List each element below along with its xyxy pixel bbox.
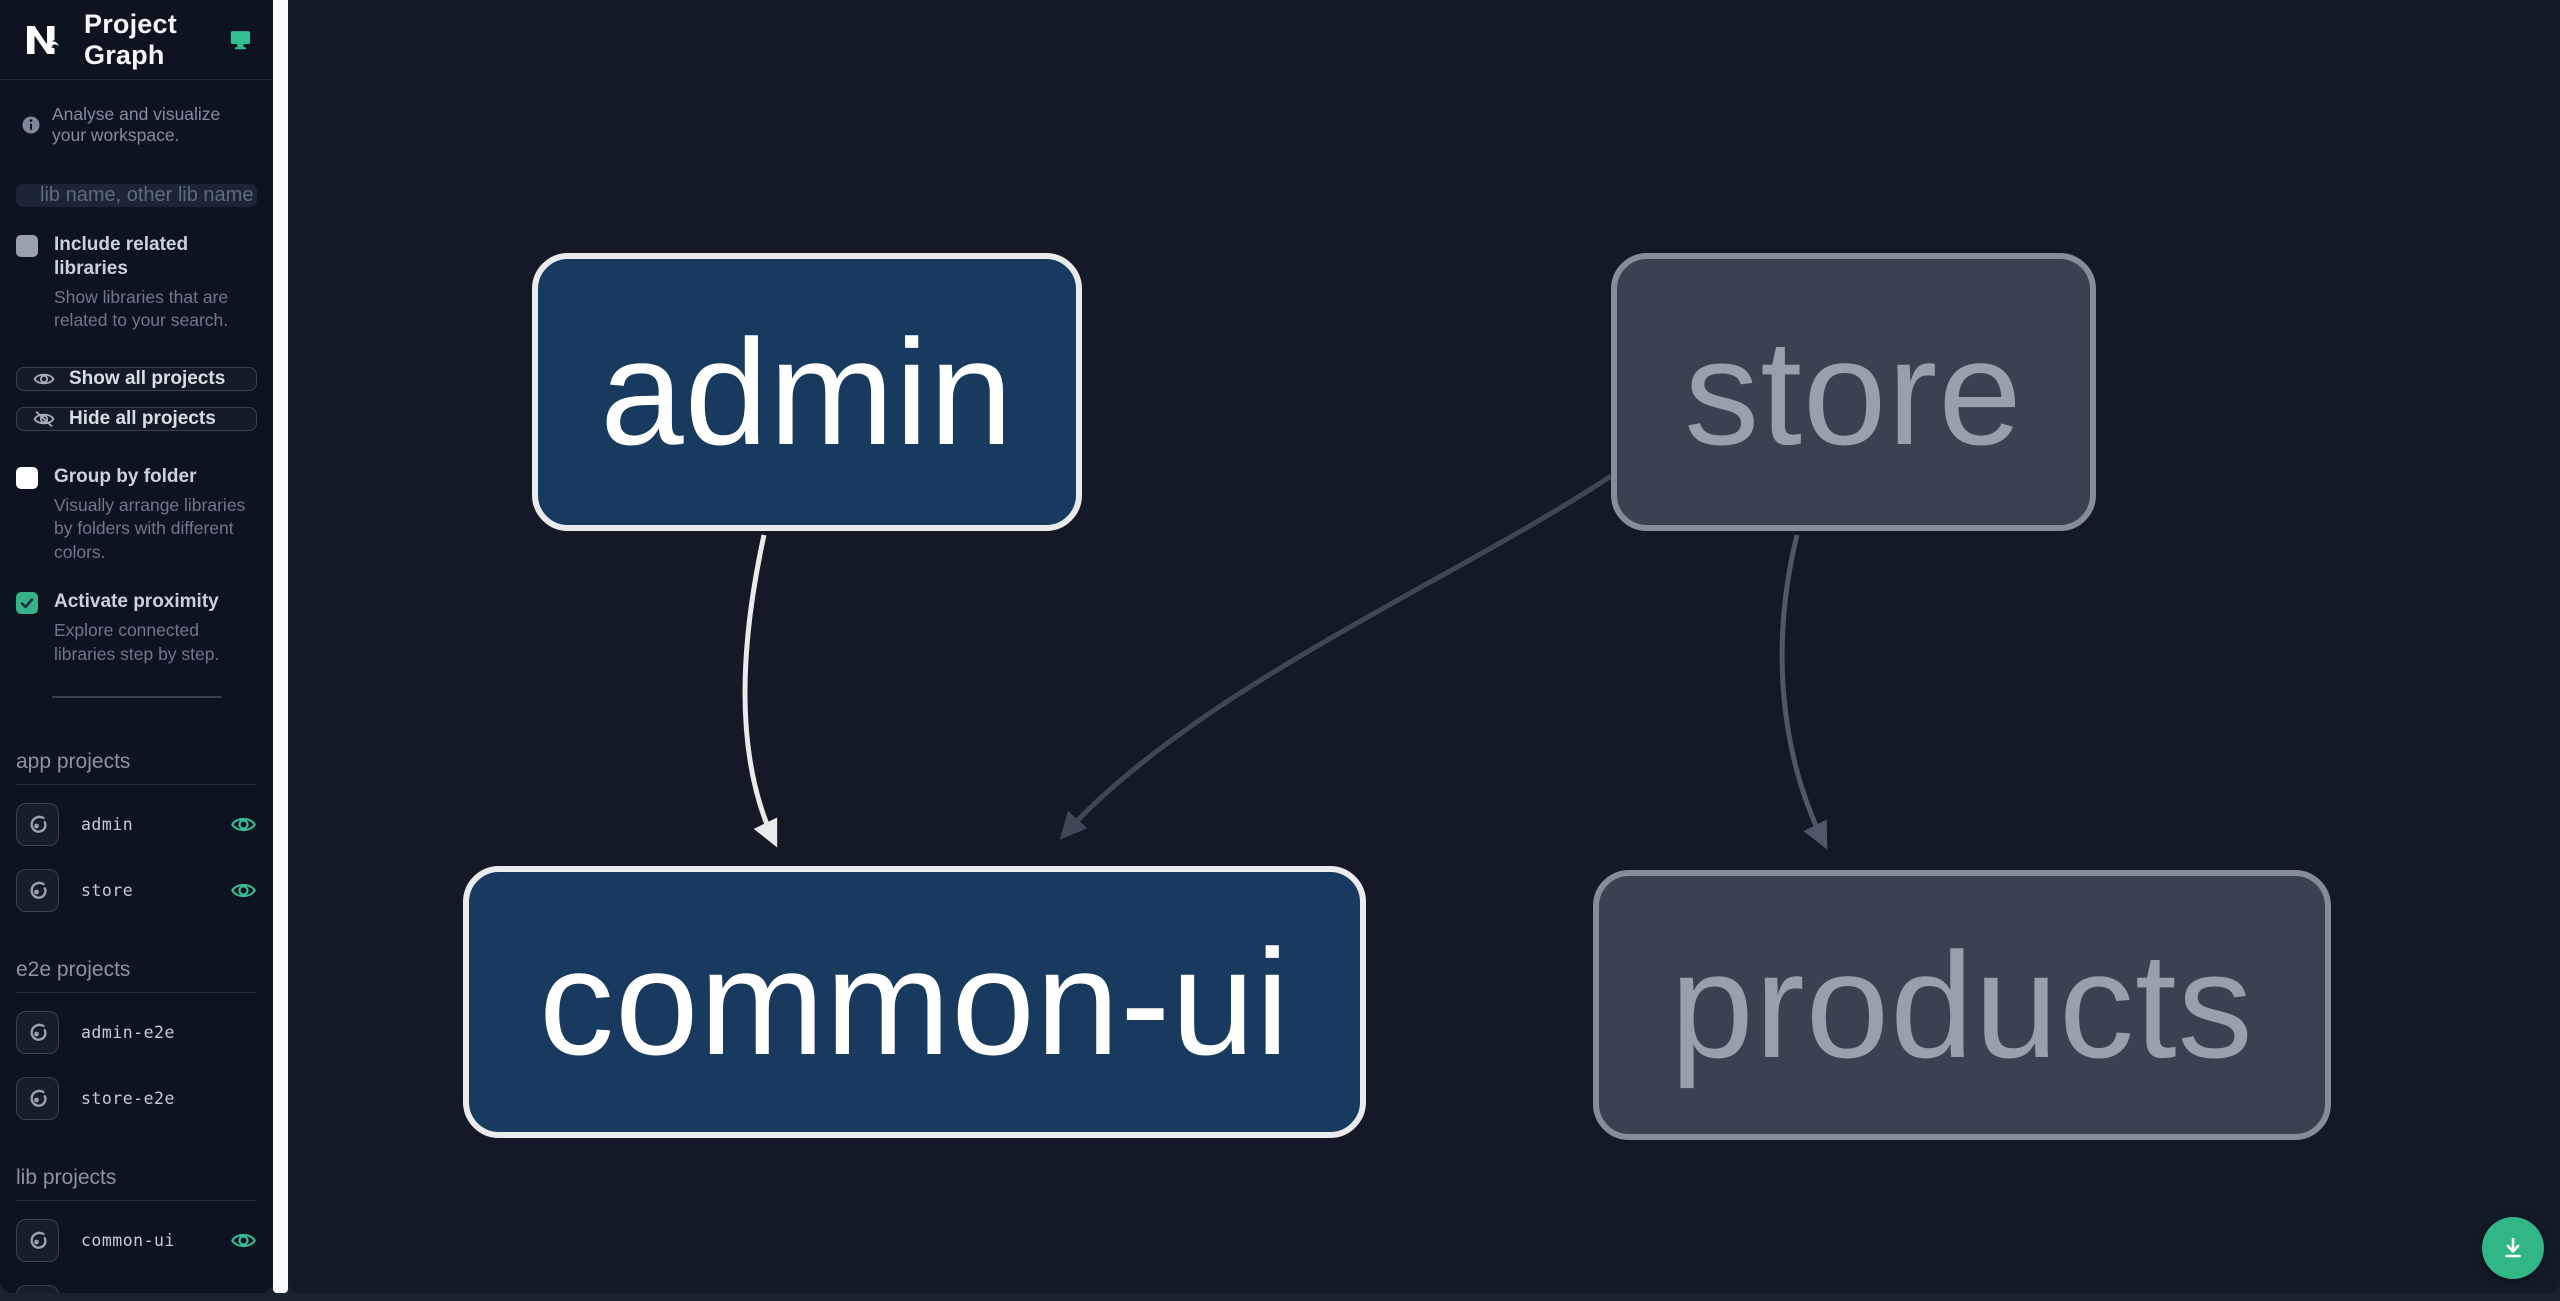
info-icon <box>22 116 40 134</box>
include-related-row: Include related libraries Show libraries… <box>0 207 273 333</box>
group-by-folder-row: Group by folder Visually arrange librari… <box>0 431 273 565</box>
project-sections: app projects admin store <box>0 750 273 1293</box>
include-related-label: Include related libraries <box>54 234 189 279</box>
hide-all-projects-button[interactable]: Hide all projects <box>16 406 257 431</box>
filter-input-wrap <box>16 184 273 207</box>
workspace-tagline: Analyse and visualize your workspace. <box>0 80 273 156</box>
project-name: common-ui <box>81 1231 175 1251</box>
app-title: Project Graph <box>84 8 177 70</box>
dependency-edges <box>742 473 1828 850</box>
graph-node-admin[interactable]: admin <box>532 253 1082 531</box>
show-all-projects-button[interactable]: Show all projects <box>16 366 257 391</box>
activate-proximity-label: Activate proximity <box>54 591 219 613</box>
sidebar: Project Graph Analyse and visualize your… <box>0 0 273 1293</box>
hide-all-label: Hide all projects <box>69 407 216 429</box>
focus-project-button[interactable] <box>16 1011 59 1055</box>
download-icon <box>2505 1237 2521 1258</box>
eye-visible-icon[interactable] <box>230 811 257 838</box>
activate-proximity-checkbox[interactable] <box>16 592 38 615</box>
project-section: lib projects common-ui products <box>16 1166 257 1293</box>
group-by-folder-checkbox[interactable] <box>16 466 38 489</box>
show-all-label: Show all projects <box>69 367 226 389</box>
nx-logo-icon <box>27 25 61 54</box>
project-row-store-e2e: store-e2e <box>16 1077 257 1121</box>
eye-icon <box>33 373 55 384</box>
activate-proximity-desc: Explore connected libraries step by step… <box>54 620 220 664</box>
project-row-admin: admin <box>16 803 257 847</box>
focus-project-button[interactable] <box>16 1077 59 1121</box>
focus-pin-icon <box>29 1023 47 1041</box>
sidebar-header: Project Graph <box>0 0 273 80</box>
focus-pin-icon <box>29 881 47 899</box>
graph-node-store[interactable]: store <box>1611 253 2096 531</box>
project-section: app projects admin store <box>16 750 257 913</box>
checkmark-icon <box>20 598 34 609</box>
focus-project-button[interactable] <box>16 803 59 847</box>
section-title: lib projects <box>16 1166 257 1202</box>
activate-proximity-row: Activate proximity Explore connected lib… <box>0 564 273 666</box>
project-name: admin-e2e <box>81 1023 175 1043</box>
project-row-store: store <box>16 869 257 913</box>
focus-pin-icon <box>29 815 47 833</box>
graph-canvas[interactable]: admin store common-ui products <box>288 0 2560 1293</box>
project-section: e2e projects admin-e2e store-e2e <box>16 958 257 1121</box>
focus-project-button[interactable] <box>16 869 59 913</box>
focus-project-button[interactable] <box>16 1219 59 1263</box>
project-name: store-e2e <box>81 1089 175 1109</box>
eye-visible-icon[interactable] <box>230 1227 257 1254</box>
edge-store-to-common-ui[interactable] <box>1059 473 1613 840</box>
edge-store-to-products[interactable] <box>1779 534 1828 850</box>
download-image-button[interactable] <box>2482 1217 2544 1279</box>
project-row-products: products <box>16 1285 257 1293</box>
panel-divider[interactable] <box>273 0 288 1293</box>
include-related-checkbox[interactable] <box>16 235 38 257</box>
project-row-admin-e2e: admin-e2e <box>16 1011 257 1055</box>
graph-node-common-ui[interactable]: common-ui <box>463 866 1366 1138</box>
section-title: app projects <box>16 750 257 786</box>
focus-pin-icon <box>29 1231 47 1249</box>
project-name: admin <box>81 815 134 835</box>
eye-off-icon <box>33 410 55 427</box>
monitor-icon[interactable] <box>230 26 251 54</box>
graph-node-products[interactable]: products <box>1593 870 2331 1140</box>
proximity-stepper: − 1 + <box>51 696 222 699</box>
focus-project-button[interactable] <box>16 1285 59 1293</box>
project-name: store <box>81 881 134 901</box>
edge-admin-to-common-ui[interactable] <box>742 534 778 848</box>
tagline-text: Analyse and visualize your workspace. <box>52 104 221 145</box>
focus-pin-icon <box>29 1089 47 1107</box>
section-title: e2e projects <box>16 958 257 994</box>
eye-visible-icon[interactable] <box>230 877 257 904</box>
group-by-folder-label: Group by folder <box>54 465 197 487</box>
filter-input[interactable] <box>40 184 273 207</box>
include-related-desc: Show libraries that are related to your … <box>54 286 229 331</box>
group-by-folder-desc: Visually arrange libraries by folders wi… <box>54 494 246 562</box>
project-row-common-ui: common-ui <box>16 1219 257 1263</box>
